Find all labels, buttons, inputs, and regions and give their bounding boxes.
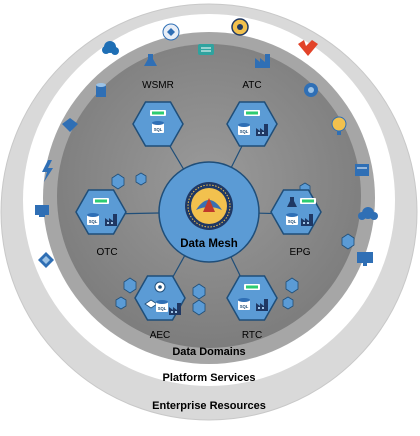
server-rack-icon[interactable]: [355, 164, 369, 176]
sql-database-icon: [156, 300, 168, 312]
azure-diamond-icon[interactable]: [38, 252, 54, 268]
sql-database-icon: [152, 121, 164, 133]
domain-label-otc: OTC: [96, 247, 117, 258]
domain-label-epg: EPG: [289, 247, 310, 258]
domain-epg[interactable]: [270, 189, 322, 235]
bulb-icon[interactable]: [331, 116, 347, 135]
sql-database-icon[interactable]: [96, 83, 106, 97]
storage-icon: [300, 198, 316, 204]
storage-icon: [150, 110, 166, 116]
sql-database-icon: [238, 123, 250, 135]
flask-icon[interactable]: [144, 54, 157, 66]
ring-label-platform-services: Platform Services: [163, 372, 256, 384]
domain-label-wsmr: WSMR: [142, 80, 174, 91]
cloud-icon[interactable]: [102, 41, 119, 55]
command-seal-emblem: [185, 182, 233, 230]
event-bolt-icon[interactable]: [42, 160, 53, 182]
ring-label-data-domains: Data Domains: [172, 346, 245, 358]
seal-icon[interactable]: [231, 18, 249, 36]
flask-icon: [287, 197, 297, 207]
platform-icons: [35, 44, 378, 268]
display-icon[interactable]: [357, 252, 373, 266]
storage-icon: [244, 110, 260, 116]
monitor-icon[interactable]: [35, 205, 49, 217]
azure-shield-icon[interactable]: [62, 118, 78, 132]
domain-label-rtc: RTC: [242, 330, 262, 341]
sql-database-icon: [238, 298, 250, 310]
sql-database-icon: [286, 213, 298, 225]
storage-icon: [244, 284, 260, 290]
devops-icon[interactable]: [198, 44, 214, 55]
cloud-upload-icon[interactable]: [358, 207, 378, 220]
sql-database-icon: [87, 213, 99, 225]
network-hub-icon[interactable]: [304, 83, 318, 97]
connector-icon[interactable]: [162, 23, 180, 41]
cube-icon: [154, 281, 166, 293]
domain-label-aec: AEC: [150, 330, 171, 341]
factory-icon[interactable]: [255, 54, 270, 68]
ring-label-enterprise-resources: Enterprise Resources: [152, 400, 266, 412]
hub-label: Data Mesh: [180, 238, 238, 250]
enterprise-icons: [102, 18, 318, 56]
domain-aec[interactable]: [134, 275, 186, 321]
domain-label-atc: ATC: [242, 80, 261, 91]
gitlab-icon[interactable]: [298, 40, 318, 56]
data-mesh-hub[interactable]: Data Mesh: [158, 161, 260, 263]
domain-wsmr[interactable]: [132, 101, 184, 147]
domain-rtc[interactable]: [226, 275, 278, 321]
domain-atc[interactable]: [226, 101, 278, 147]
storage-icon: [93, 198, 109, 204]
domain-otc[interactable]: [75, 189, 127, 235]
